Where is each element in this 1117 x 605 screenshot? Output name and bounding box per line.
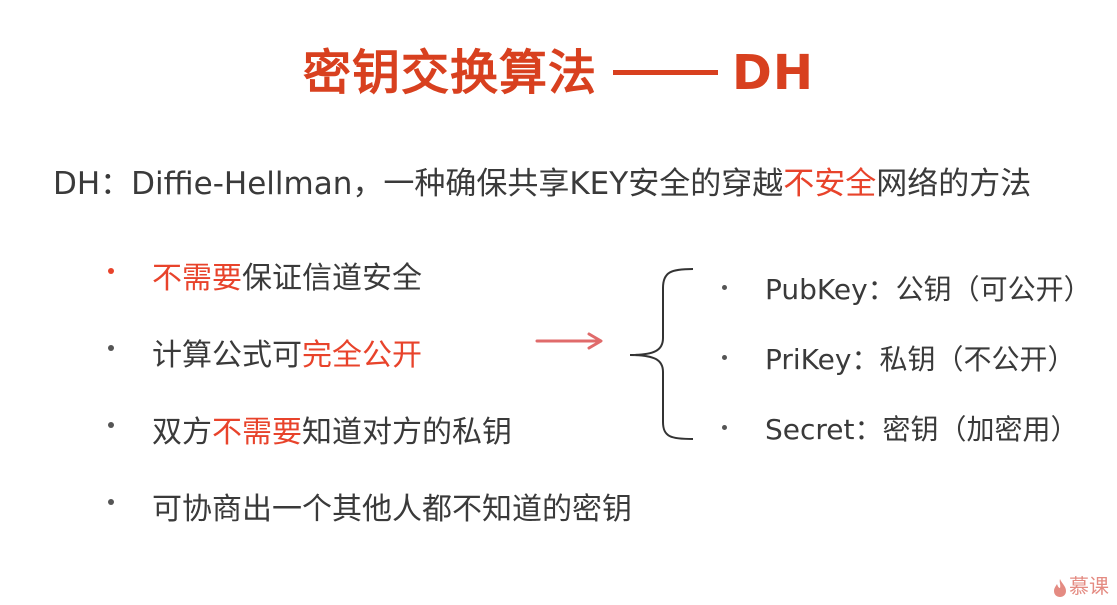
bullet-dot	[108, 422, 114, 428]
bullet-text-pre: 计算公式可	[152, 338, 302, 373]
key-item-text: Secret：密钥（加密用）	[765, 413, 1079, 446]
title-dash	[613, 69, 718, 75]
bullet-text-highlight: 不需要	[212, 415, 302, 450]
title-main: 密钥交换算法	[302, 45, 597, 101]
slide-title: 密钥交换算法 DH	[0, 33, 1117, 103]
right-arrow-icon	[535, 332, 603, 350]
key-item-text: PriKey：私钥（不公开）	[765, 343, 1076, 376]
bullet-dot	[108, 268, 114, 274]
bullet-text: 计算公式可完全公开	[152, 330, 422, 374]
logo-text: 慕课	[1069, 574, 1109, 598]
bullet-text: 不需要保证信道安全	[152, 253, 422, 297]
subtitle-highlight: 不安全	[783, 166, 877, 202]
bullet-text: 双方不需要知道对方的私钥	[152, 407, 512, 451]
key-item-text: PubKey：公钥（可公开）	[765, 273, 1092, 306]
subtitle-line: DH：Diffie-Hellman，一种确保共享KEY安全的穿越不安全网络的方法	[53, 158, 1031, 203]
bullet-text-highlight: 不需要	[152, 261, 242, 296]
bullet-text-post: 保证信道安全	[242, 261, 422, 296]
subtitle-text-before: DH：Diffie-Hellman，一种确保共享KEY安全的穿越	[53, 166, 784, 202]
bullet-text-pre: 双方	[152, 415, 212, 450]
left-brace-icon	[629, 268, 694, 440]
bullet-dot	[108, 345, 114, 351]
bullet-text-post: 知道对方的私钥	[302, 415, 512, 450]
title-suffix: DH	[732, 45, 815, 101]
flame-icon	[1054, 578, 1066, 597]
bullet-dot	[108, 499, 114, 505]
bullet-dot	[722, 285, 727, 290]
bullet-text: 可协商出一个其他人都不知道的密钥	[152, 484, 632, 528]
bullet-dot	[722, 425, 727, 430]
bullet-text-highlight: 完全公开	[302, 338, 422, 373]
bullet-text-pre: 可协商出一个其他人都不知道的密钥	[152, 492, 632, 527]
subtitle-text-after: 网络的方法	[876, 166, 1032, 202]
watermark-logo: 慕课	[1053, 570, 1109, 599]
bullet-dot	[722, 355, 727, 360]
